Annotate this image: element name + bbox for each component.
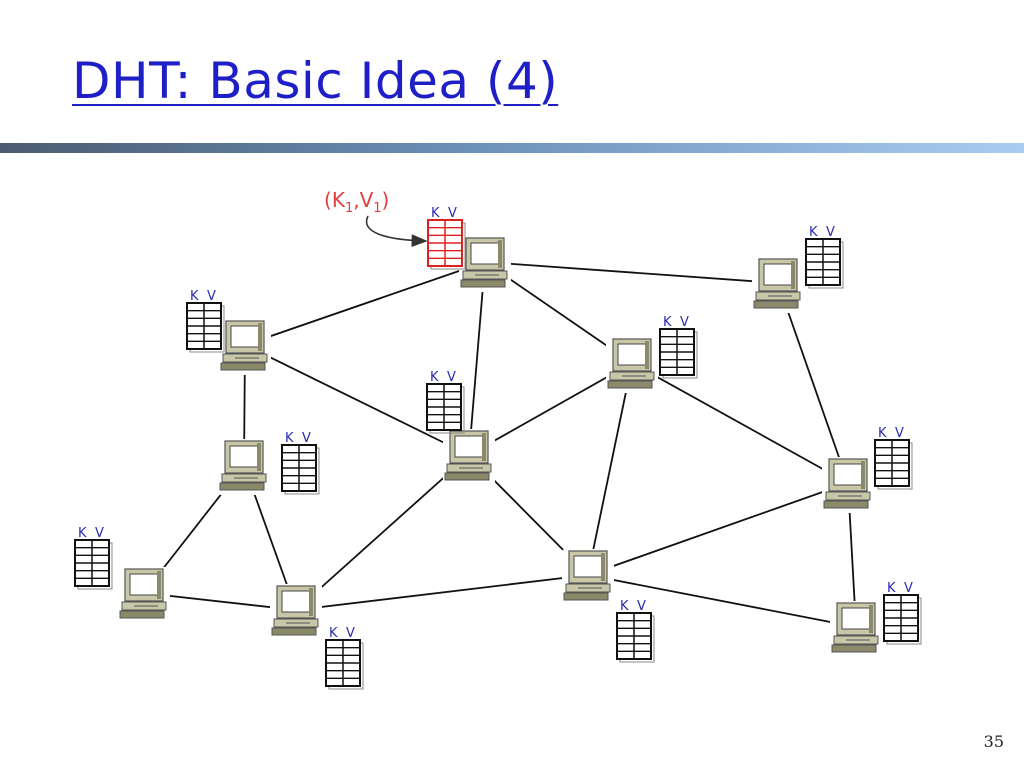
computer-icon	[606, 337, 658, 393]
table-value-header: V	[447, 370, 456, 385]
computer-icon	[118, 567, 170, 623]
key-value-pair-annotation: (K1,V1)	[324, 188, 428, 248]
table-key-header: K	[329, 626, 338, 641]
computer-icon	[822, 457, 874, 513]
key-value-pair-label: (K1,V1)	[324, 188, 389, 216]
network-link	[468, 261, 486, 456]
table-key-header: K	[430, 370, 439, 385]
network-link	[244, 344, 470, 456]
table-value-header: V	[637, 599, 646, 614]
table-key-header: K	[887, 581, 896, 596]
network-link	[295, 574, 589, 611]
computer-icon	[459, 236, 511, 292]
table-key-header: K	[190, 289, 199, 304]
table-value-header: V	[207, 289, 216, 304]
network-link	[587, 482, 849, 576]
network-link	[777, 282, 849, 484]
table-value-header: V	[95, 526, 104, 541]
slide-title: DHT: Basic Idea (4)	[72, 52, 559, 110]
network-link	[631, 362, 849, 484]
computer-icon	[830, 601, 882, 657]
table-key-header: K	[285, 431, 294, 446]
computer-icon	[562, 549, 614, 605]
table-value-header: V	[826, 225, 835, 240]
table-key-header: K	[78, 526, 87, 541]
network-link	[468, 362, 633, 456]
network-link	[295, 454, 470, 611]
table-value-header: V	[448, 206, 457, 221]
network-link	[244, 261, 486, 346]
page-number: 35	[983, 732, 1004, 751]
computer-icon	[270, 584, 322, 640]
table-value-header: V	[904, 581, 913, 596]
title-divider-bar	[0, 143, 1024, 153]
computer-icon	[443, 429, 495, 485]
network-link	[587, 574, 857, 628]
computer-icon	[219, 319, 271, 375]
table-key-header: K	[431, 206, 440, 221]
network-link	[587, 362, 633, 576]
table-value-header: V	[346, 626, 355, 641]
table-value-header: V	[895, 426, 904, 441]
computer-icon	[218, 439, 270, 495]
table-value-header: V	[680, 315, 689, 330]
computer-icon	[752, 257, 804, 313]
table-key-header: K	[809, 225, 818, 240]
insert-arrow	[365, 215, 428, 248]
table-key-header: K	[878, 426, 887, 441]
network-link	[484, 261, 779, 284]
table-key-header: K	[663, 315, 672, 330]
table-key-header: K	[620, 599, 629, 614]
table-value-header: V	[302, 431, 311, 446]
